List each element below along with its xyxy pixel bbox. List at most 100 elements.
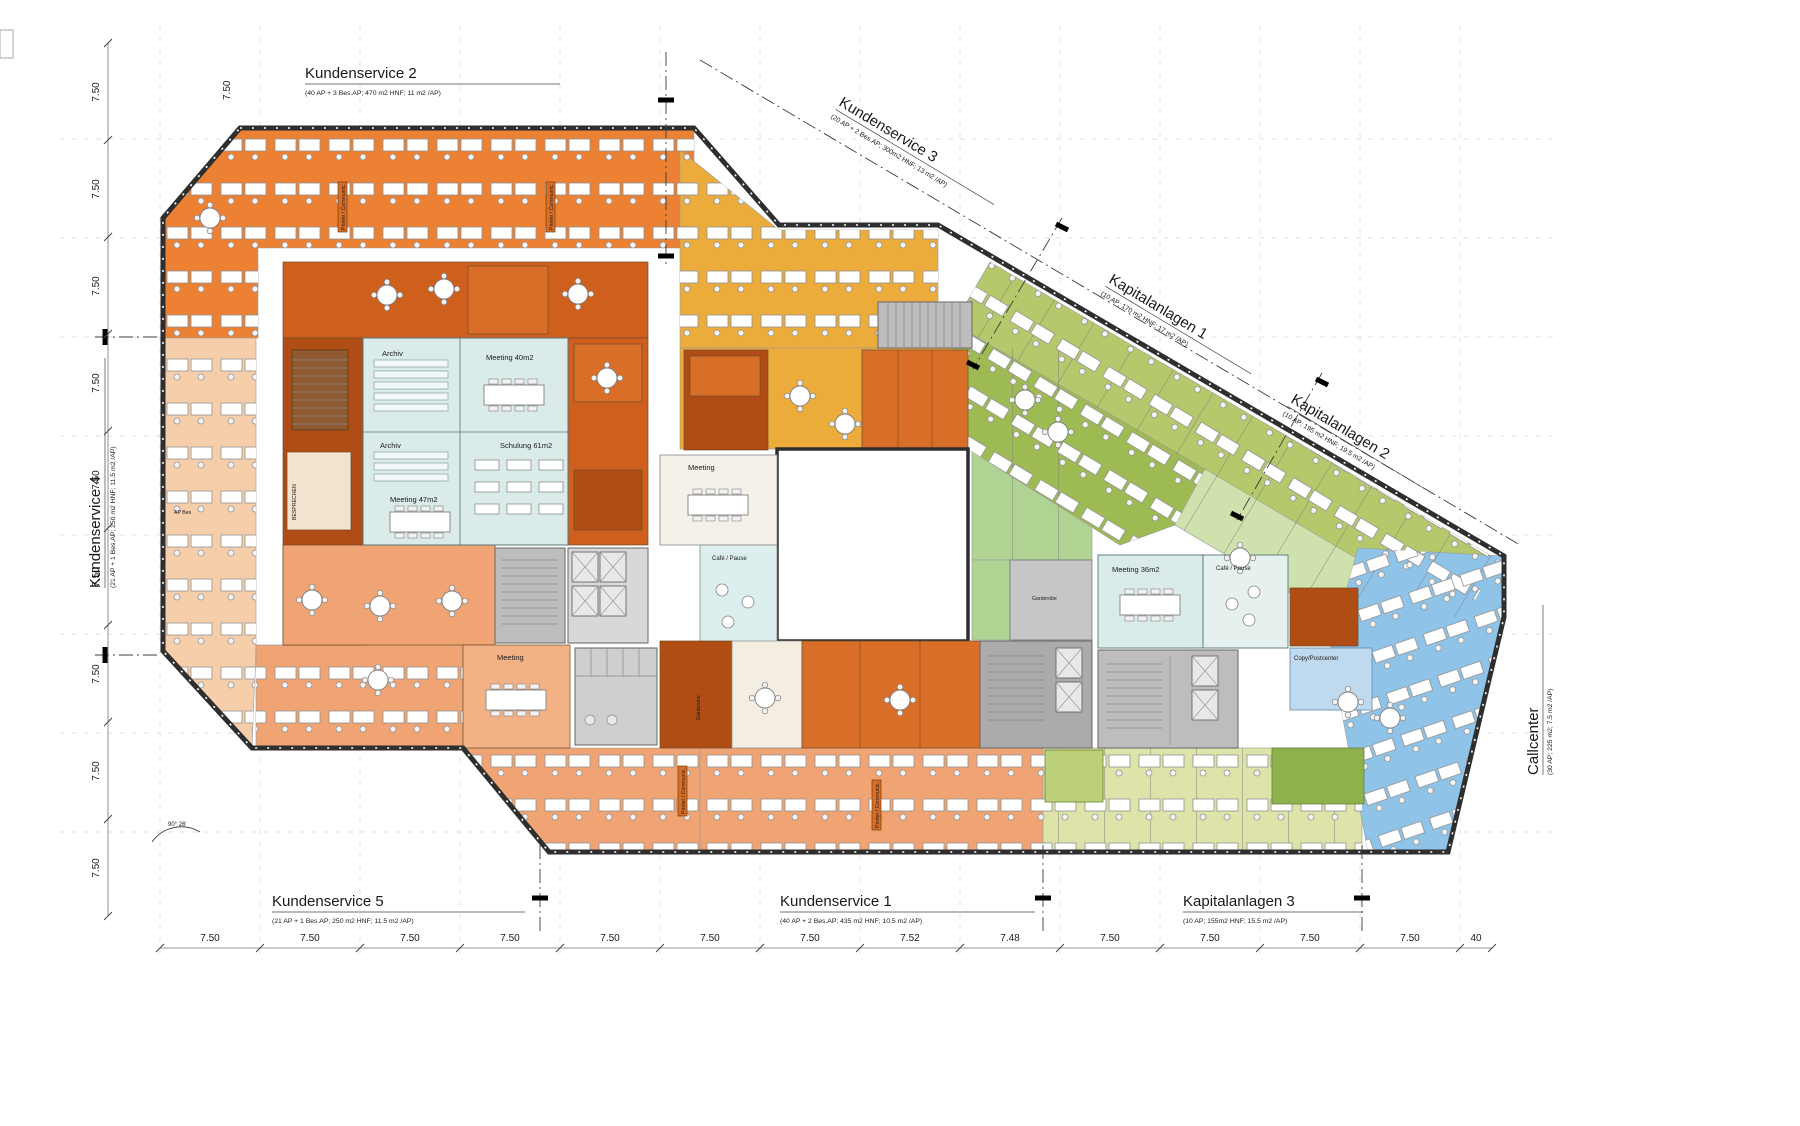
east-rooms — [1009, 554, 1373, 805]
annotation-callcenter: Callcenter (30 AP; 225 m2; 7.5 m2 /AP) — [1525, 605, 1554, 775]
core-southeast — [979, 640, 1093, 749]
dim-bottom-13: 40 — [1470, 933, 1482, 944]
ring-right-room-b — [573, 469, 643, 531]
dim-bottom-6: 7.50 — [800, 933, 820, 944]
dim-left-1: 7.50 — [91, 179, 102, 199]
room-green-dark — [1271, 747, 1365, 805]
annotation-kapitalanlagen-3: Kapitalanlagen 3 (10 AP; 155m2 HNF; 15.5… — [1183, 893, 1363, 925]
room-mid-east — [861, 349, 969, 451]
dim-bottom-10: 7.50 — [1200, 933, 1220, 944]
room-garderobe-east — [1009, 559, 1093, 641]
dim-bottom-3: 7.50 — [500, 933, 520, 944]
label-garderobe-a: Garderobe — [696, 695, 702, 720]
annotation-kundenservice-2: Kundenservice 2 (40 AP + 3 Bes.AP; 470 m… — [305, 65, 560, 97]
printer-bar: Printer / Communic. — [677, 765, 688, 817]
label-meeting47: Meeting 47m2 — [390, 495, 438, 504]
stair-core-top — [877, 301, 973, 349]
zone-info: (40 AP + 3 Bes.AP; 470 m2 HNF; 11 m2 /AP… — [305, 90, 441, 97]
dim-bottom-9: 7.50 — [1100, 933, 1120, 944]
dim-bottom-7: 7.52 — [900, 933, 920, 944]
room-east-rust — [1289, 587, 1359, 647]
label-schulung: Schulung 61m2 — [500, 441, 552, 450]
room-cafe-east — [1202, 554, 1289, 649]
zone-title: Kundenservice 2 — [305, 65, 417, 82]
ring-top-room — [467, 265, 549, 335]
dim-bottom-5: 7.50 — [700, 933, 720, 944]
dim-bottom-12: 7.50 — [1400, 933, 1420, 944]
dim-left-7: 7.50 — [91, 761, 102, 781]
dim-bottom-2: 7.50 — [400, 933, 420, 944]
printer-bars: Printer / Communic. Printer / Communic. … — [337, 181, 882, 831]
label-archiv-b: Archiv — [380, 441, 401, 450]
dim-left-6: 7.50 — [91, 664, 102, 684]
core-east — [1097, 649, 1239, 749]
stair-core-ring-left — [291, 349, 349, 431]
room-south-orange — [801, 640, 981, 749]
dim-left-2: 7.50 — [91, 276, 102, 296]
dim-corner: 7.50 — [222, 80, 233, 100]
zone-title: Kundenservice 5 — [272, 893, 384, 910]
label-cafe-west: Café / Pause — [712, 556, 747, 562]
zone-info: (21 AP + 1 Bes.AP; 250 m2 HNF; 11.5 m2 /… — [272, 918, 414, 925]
label-meeting-south: Meeting — [497, 653, 524, 662]
dim-bottom-4: 7.50 — [600, 933, 620, 944]
outer-wall — [160, 125, 1507, 855]
mid-rooms — [683, 349, 969, 451]
zone-title: Kapitalanlagen 3 — [1183, 893, 1295, 910]
dim-bottom-0: 7.50 — [200, 933, 220, 944]
dimension-left: 7.50 7.50 7.50 7.50 7.50 7.50 7.50 7.50 … — [91, 38, 113, 921]
zone-info: (40 AP + 2 Bes.AP; 435 m2 HNF; 10.5 m2 /… — [780, 918, 922, 925]
label-garderobe-b: Garderobe — [1032, 596, 1057, 602]
meeting-block — [362, 337, 569, 546]
annotation-kundenservice-3: Kundenservice 3 (20 AP + 2 Bes.AP; 300m2… — [829, 94, 995, 205]
annotation-kundenservice-5: Kundenservice 5 (21 AP + 1 Bes.AP; 250 m… — [272, 893, 525, 925]
printer-label: Printer / Communic. — [681, 768, 687, 814]
dimension-bottom: 7.50 7.50 7.50 7.50 7.50 7.50 7.50 7.52 … — [155, 933, 1497, 953]
zone-title: Callcenter — [1525, 707, 1542, 775]
label-cafe-east: Café / Pause — [1216, 566, 1251, 572]
zone-info: (21 AP + 1 Bes.AP; 250 m2 HNF; 11.5 m2 /… — [110, 446, 117, 588]
room-south-rust — [659, 640, 733, 749]
dim-left-3: 7.50 — [91, 373, 102, 393]
ring-top — [282, 261, 649, 339]
stair-core-southwest — [494, 547, 566, 644]
inner-ring — [282, 261, 649, 646]
dim-left-0: 7.50 — [91, 82, 102, 102]
printer-bar: Printer / Communic. — [871, 779, 882, 831]
atrium — [775, 447, 970, 643]
dim-bottom-8: 7.48 — [1000, 933, 1020, 944]
room-labels: Archiv Meeting 40m2 Archiv Schulung 61m2… — [174, 349, 1338, 720]
elevator-bank-southwest — [567, 547, 649, 644]
dim-left-8: 7.50 — [91, 858, 102, 878]
label-meeting40: Meeting 40m2 — [486, 353, 534, 362]
west-rooms — [659, 454, 778, 646]
printer-label: Printer / Communic. — [341, 184, 347, 230]
annotation-kundenservice-4: Kundenservice 4 (21 AP + 1 Bes.AP; 250 m… — [87, 358, 117, 588]
dim-bottom-11: 7.50 — [1300, 933, 1320, 944]
room-green-small — [1044, 749, 1104, 803]
page-edge-mark — [0, 29, 14, 59]
dim-left-4: 7.50 — [91, 470, 102, 490]
zone-info: (10 AP; 155m2 HNF; 15.5 m2 /AP) — [1183, 918, 1287, 925]
label-meeting36: Meeting 36m2 — [1112, 565, 1160, 574]
zone-green-mid-low — [971, 559, 1011, 641]
room-cafe-west — [699, 544, 778, 646]
zone-info: (30 AP; 225 m2; 7.5 m2 /AP) — [1547, 688, 1554, 775]
zone-title: Kundenservice 1 — [780, 893, 892, 910]
printer-label: Printer / Communic. — [549, 184, 555, 230]
label-besprechen: BESPRECHEN — [292, 484, 298, 520]
zone-title: Kundenservice 4 — [87, 476, 104, 588]
annotation-kundenservice-1: Kundenservice 1 (40 AP + 2 Bes.AP; 435 m… — [780, 893, 1035, 925]
printer-bar: Printer / Communic. — [337, 181, 348, 233]
angle-label: 90° 26' — [168, 822, 187, 828]
label-archiv-a: Archiv — [382, 349, 403, 358]
dim-bottom-1: 7.50 — [300, 933, 320, 944]
room-copy-postcenter — [1289, 647, 1373, 711]
label-ap-bes: AP Bes — [174, 510, 192, 516]
room-besprechen — [286, 451, 352, 531]
wc-core-southwest — [574, 647, 658, 746]
label-copy: Copy/Postcenter — [1294, 656, 1338, 662]
printer-bar: Printer / Communic. — [545, 181, 556, 233]
